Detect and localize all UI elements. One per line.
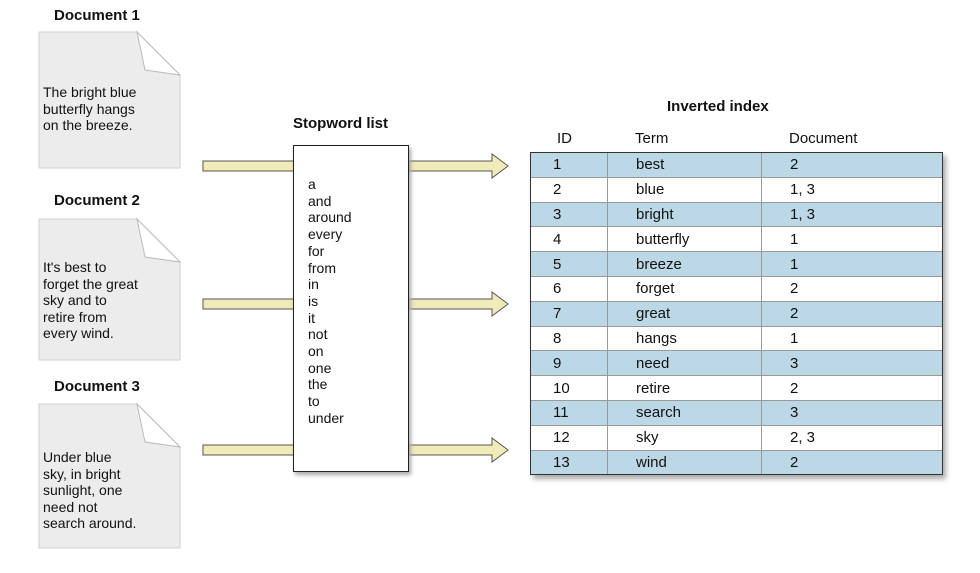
header-id: ID bbox=[557, 130, 572, 147]
document-2-text: It's best to forget the great sky and to… bbox=[43, 259, 138, 341]
arrow-doc2-to-stoplist bbox=[202, 298, 295, 310]
row-id: 12 bbox=[531, 425, 608, 450]
row-documents: 2, 3 bbox=[790, 429, 816, 447]
row-term: breeze bbox=[608, 252, 762, 276]
row-id: 7 bbox=[531, 301, 608, 326]
row-documents: 1, 3 bbox=[790, 181, 816, 199]
row-term: need bbox=[608, 351, 762, 376]
header-term: Term bbox=[635, 130, 669, 147]
row-term: forget bbox=[608, 276, 762, 301]
stopword-item: and bbox=[308, 192, 332, 209]
document-3-title: Document 3 bbox=[54, 378, 140, 395]
stopword-item: in bbox=[308, 276, 319, 293]
row-documents: 2 bbox=[790, 280, 799, 298]
stopword-item: around bbox=[308, 209, 352, 226]
row-documents: 2 bbox=[790, 453, 799, 471]
row-term: bright bbox=[608, 202, 762, 227]
stopword-item: to bbox=[308, 393, 320, 410]
document-1-text: The bright blue butterfly hangs on the b… bbox=[43, 84, 137, 133]
stopword-item: for bbox=[308, 242, 325, 259]
inverted-index-title: Inverted index bbox=[667, 98, 769, 115]
stopword-item: the bbox=[308, 376, 328, 393]
row-documents: 1 bbox=[790, 329, 799, 347]
row-id: 5 bbox=[531, 252, 608, 276]
arrow-stoplist-to-index-3 bbox=[408, 437, 509, 463]
stopword-item: from bbox=[308, 259, 336, 276]
stopword-item: on bbox=[308, 343, 324, 360]
document-1: The bright blue butterfly hangs on the b… bbox=[37, 30, 182, 170]
arrow-doc3-to-stoplist bbox=[202, 444, 295, 456]
arrow-stoplist-to-index-1 bbox=[408, 153, 509, 179]
row-id: 8 bbox=[531, 326, 608, 351]
row-term: best bbox=[608, 153, 762, 177]
stopword-item: a bbox=[308, 176, 316, 192]
row-documents: 2 bbox=[790, 156, 799, 174]
stopword-list-title: Stopword list bbox=[293, 115, 388, 132]
row-id: 3 bbox=[531, 202, 608, 227]
stopword-item: every bbox=[308, 226, 343, 243]
row-term: search bbox=[608, 400, 762, 425]
stopword-item: is bbox=[308, 292, 319, 309]
arrow-doc1-to-stoplist bbox=[202, 160, 295, 172]
row-term: great bbox=[608, 301, 762, 326]
row-documents: 1 bbox=[790, 255, 799, 273]
row-term: sky bbox=[608, 425, 762, 450]
document-page-icon bbox=[38, 217, 182, 361]
document-2: It's best to forget the great sky and to… bbox=[37, 217, 182, 361]
header-document: Document bbox=[789, 130, 858, 147]
row-term: blue bbox=[608, 177, 762, 202]
document-2-title: Document 2 bbox=[54, 192, 140, 209]
row-id: 1 bbox=[531, 153, 608, 177]
row-id: 2 bbox=[531, 177, 608, 202]
stopword-item: under bbox=[308, 409, 344, 426]
row-id: 11 bbox=[531, 400, 608, 425]
row-documents: 1 bbox=[790, 230, 799, 248]
document-page-icon bbox=[38, 30, 182, 169]
row-id: 6 bbox=[531, 276, 608, 301]
document-1-title: Document 1 bbox=[54, 7, 140, 24]
row-id: 9 bbox=[531, 351, 608, 376]
stopword-item: not bbox=[308, 326, 328, 343]
row-documents: 3 bbox=[790, 404, 799, 422]
document-page-icon bbox=[38, 402, 182, 549]
document-3-text: Under blue sky, in bright sunlight, one … bbox=[43, 449, 137, 531]
row-documents: 2 bbox=[790, 305, 799, 323]
stopword-item: it bbox=[308, 309, 315, 326]
row-documents: 3 bbox=[790, 354, 799, 372]
row-documents: 2 bbox=[790, 379, 799, 397]
stopword-item: one bbox=[308, 359, 332, 376]
row-id: 4 bbox=[531, 227, 608, 252]
row-documents: 1, 3 bbox=[790, 205, 816, 223]
arrow-stoplist-to-index-2 bbox=[408, 291, 509, 317]
row-term: butterfly bbox=[608, 227, 762, 252]
row-term: retire bbox=[608, 376, 762, 400]
row-term: wind bbox=[608, 450, 762, 475]
row-term: hangs bbox=[608, 326, 762, 351]
row-id: 13 bbox=[531, 450, 608, 475]
document-3: Under blue sky, in bright sunlight, one … bbox=[37, 402, 182, 549]
row-id: 10 bbox=[531, 376, 608, 400]
